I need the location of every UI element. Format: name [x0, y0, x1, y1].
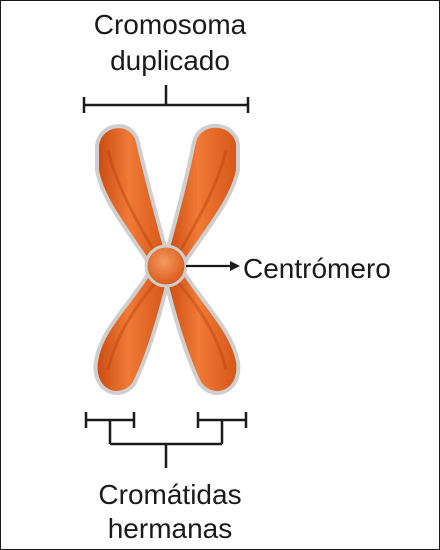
centromere-arrow	[186, 261, 240, 271]
chromatid-right-upper	[165, 126, 238, 268]
label-duplicado: duplicado	[60, 44, 280, 78]
chromosome	[96, 126, 239, 393]
label-centromero: Centrómero	[243, 252, 391, 286]
label-cromosoma: Cromosoma	[60, 8, 280, 42]
label-cromatidas: Cromátidas	[50, 478, 290, 512]
top-bracket	[84, 85, 248, 113]
chromatid-right-lower	[166, 268, 238, 393]
label-hermanas: hermanas	[50, 512, 290, 546]
centromere	[146, 246, 186, 286]
chromatid-left-lower	[96, 268, 168, 393]
bottom-bracket	[86, 412, 246, 468]
